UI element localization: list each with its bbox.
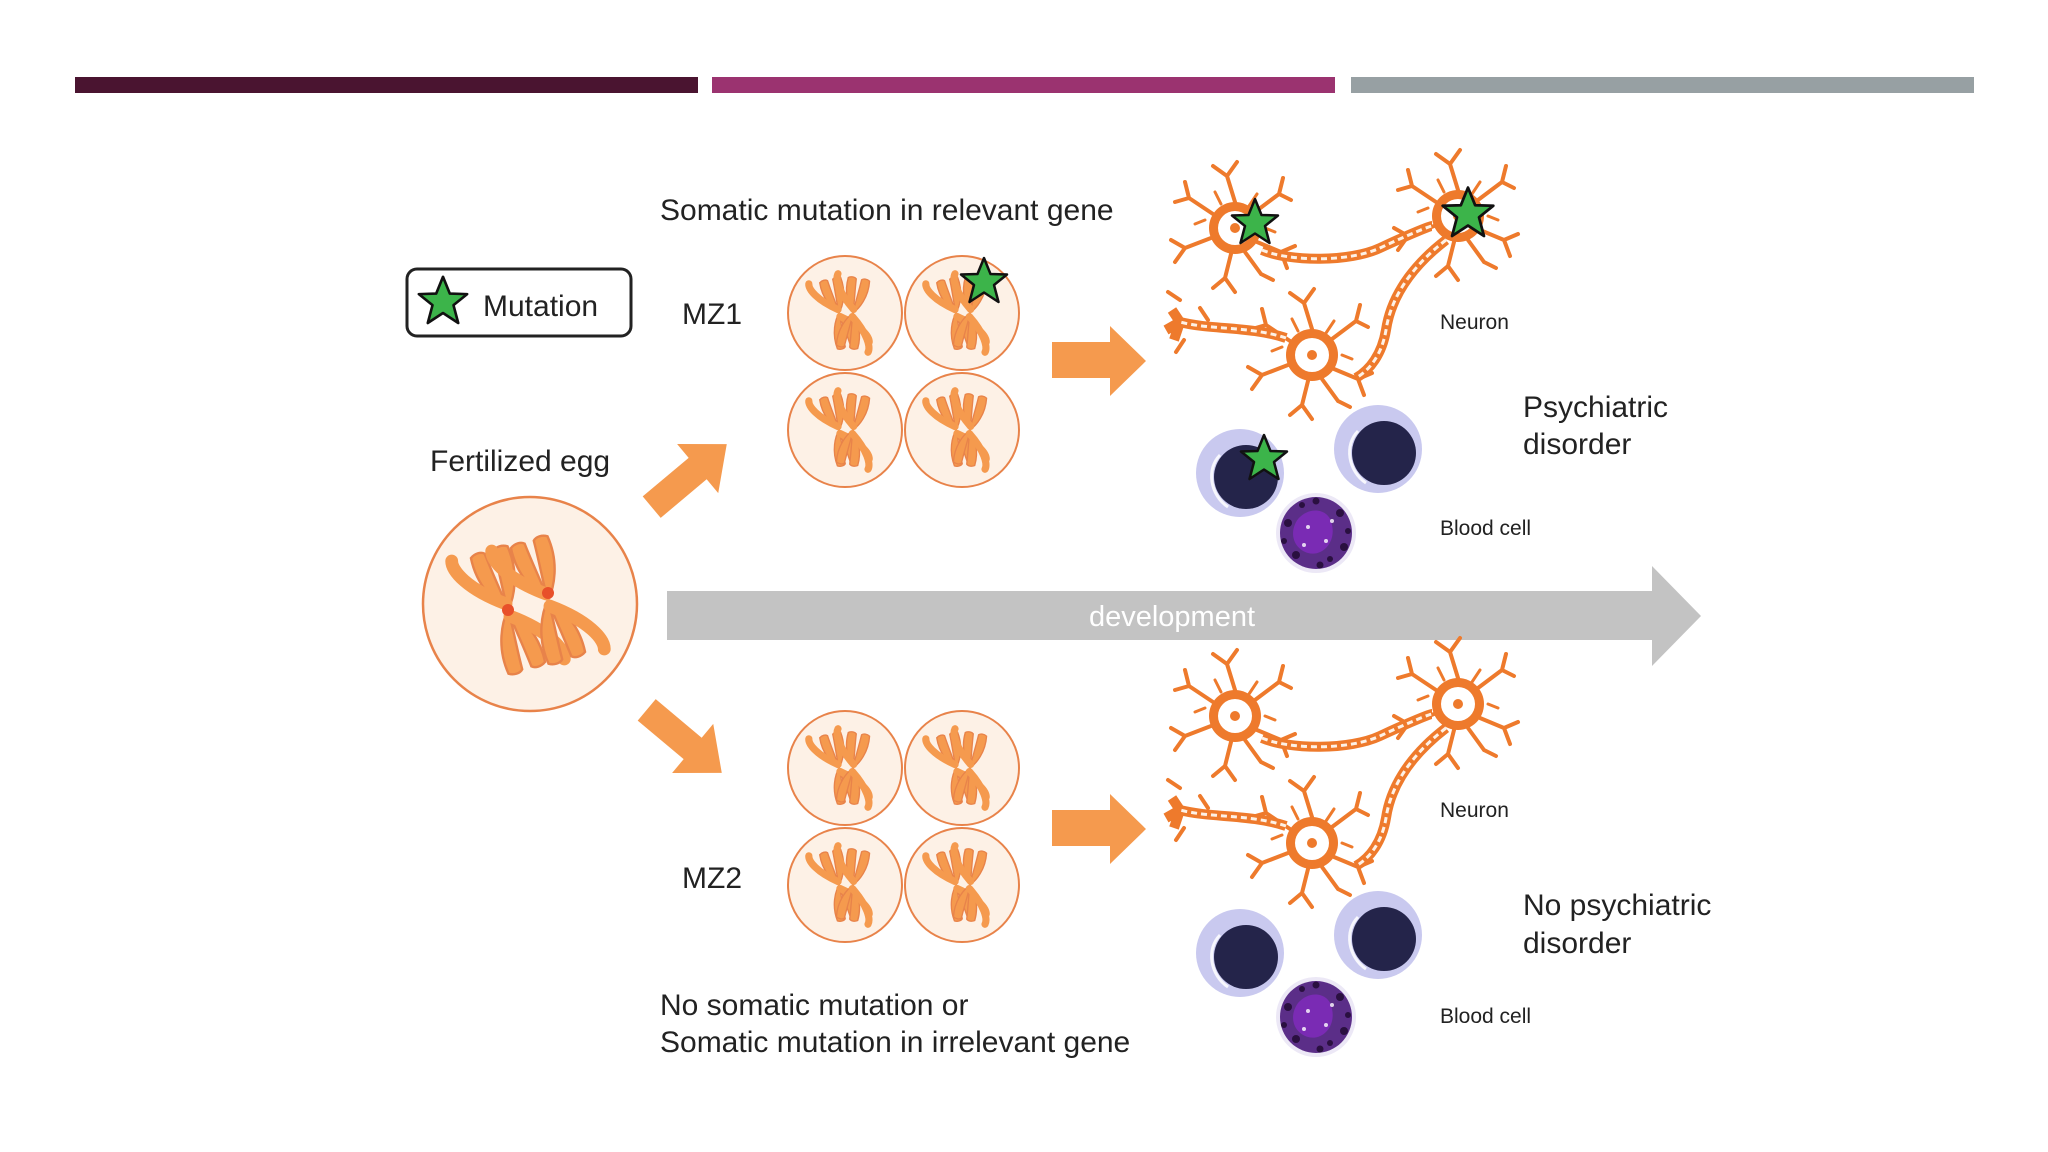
mz1-label: MZ1 <box>682 298 742 331</box>
mz1-cell <box>905 373 1019 487</box>
blood-cell-label-bottom: Blood cell <box>1440 1005 1531 1028</box>
mz2-cell <box>788 711 902 825</box>
mz2-label: MZ2 <box>682 862 742 895</box>
arrow-right-icon <box>1052 794 1146 864</box>
fertilized-egg-label: Fertilized egg <box>430 445 610 478</box>
blood-cells-bottom <box>1194 889 1424 1057</box>
psychiatric-disorder-line2: disorder <box>1523 428 1631 461</box>
mutation-legend: Mutation <box>405 267 633 338</box>
development-arrow: development <box>667 566 1701 666</box>
header-bar-2 <box>712 77 1335 93</box>
header-bar-1 <box>75 77 698 93</box>
neuron-cluster-top <box>1166 150 1518 419</box>
arrow-right-icon <box>1052 326 1146 396</box>
mz2-cell <box>905 711 1019 825</box>
neuron-label-top: Neuron <box>1440 311 1509 334</box>
blood-cell-label-top: Blood cell <box>1440 517 1531 540</box>
no-somatic-mutation-line2: Somatic mutation in irrelevant gene <box>660 1026 1130 1059</box>
blood-cells-top <box>1194 403 1424 573</box>
mz2-cell <box>788 828 902 942</box>
mz1-cell <box>788 256 902 370</box>
development-label: development <box>1089 601 1255 633</box>
neuron-label-bottom: Neuron <box>1440 799 1509 822</box>
no-psychiatric-disorder-line1: No psychiatric <box>1523 889 1711 922</box>
mz1-cell <box>788 373 902 487</box>
no-psychiatric-disorder-line2: disorder <box>1523 927 1631 960</box>
somatic-mutation-relevant-label: Somatic mutation in relevant gene <box>660 194 1114 227</box>
mz1-cells <box>788 256 1019 487</box>
no-somatic-mutation-line1: No somatic mutation or <box>660 989 968 1022</box>
fertilized-egg <box>421 495 639 713</box>
arrow-down-right-icon <box>637 699 722 773</box>
psychiatric-disorder-line1: Psychiatric <box>1523 391 1668 424</box>
mz2-cells <box>788 711 1019 942</box>
neuron-cluster-bottom <box>1166 638 1518 907</box>
legend-label: Mutation <box>483 290 598 323</box>
mz2-cell <box>905 828 1019 942</box>
arrow-up-right-icon <box>642 444 727 518</box>
header-bar-3 <box>1351 77 1974 93</box>
